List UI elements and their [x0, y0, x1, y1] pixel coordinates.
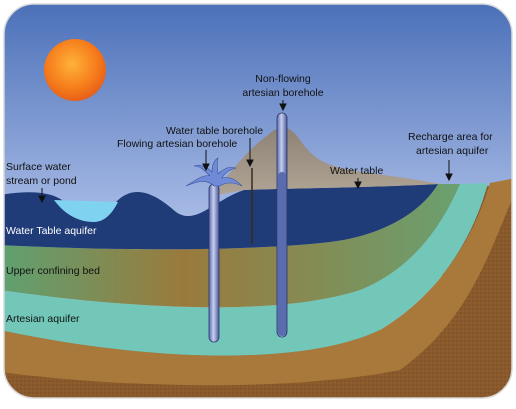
label-upper-confining-bed: Upper confining bed	[6, 265, 100, 277]
sun-icon	[44, 39, 106, 101]
label-non-flowing-1: Non-flowing	[255, 73, 311, 85]
arrows	[38, 100, 453, 204]
upper-confining-bed	[4, 184, 460, 308]
hill	[214, 127, 440, 196]
pond	[54, 200, 118, 222]
label-non-flowing-2: artesian borehole	[242, 87, 323, 99]
non-flowing-water-level	[278, 172, 286, 336]
flowing-artesian-borehole	[208, 183, 220, 343]
lower-bed	[4, 178, 512, 386]
label-surface-water-1: Surface water	[6, 161, 71, 173]
label-water-table: Water table	[330, 165, 383, 177]
label-water-table-aquifer: Water Table aquifer	[6, 225, 97, 237]
label-surface-water-2: stream or pond	[6, 175, 77, 187]
label-recharge-1: Recharge area for	[408, 131, 493, 143]
label-flowing-artesian-borehole: Flowing artesian borehole	[117, 138, 237, 150]
water-splash-icon	[185, 157, 243, 187]
label-recharge-2: artesian aquifer	[416, 145, 489, 157]
label-artesian-aquifer: Artesian aquifer	[6, 313, 80, 325]
label-water-table-borehole: Water table borehole	[166, 125, 263, 137]
artesian-aquifer	[4, 183, 488, 356]
frame-border	[3, 3, 513, 399]
